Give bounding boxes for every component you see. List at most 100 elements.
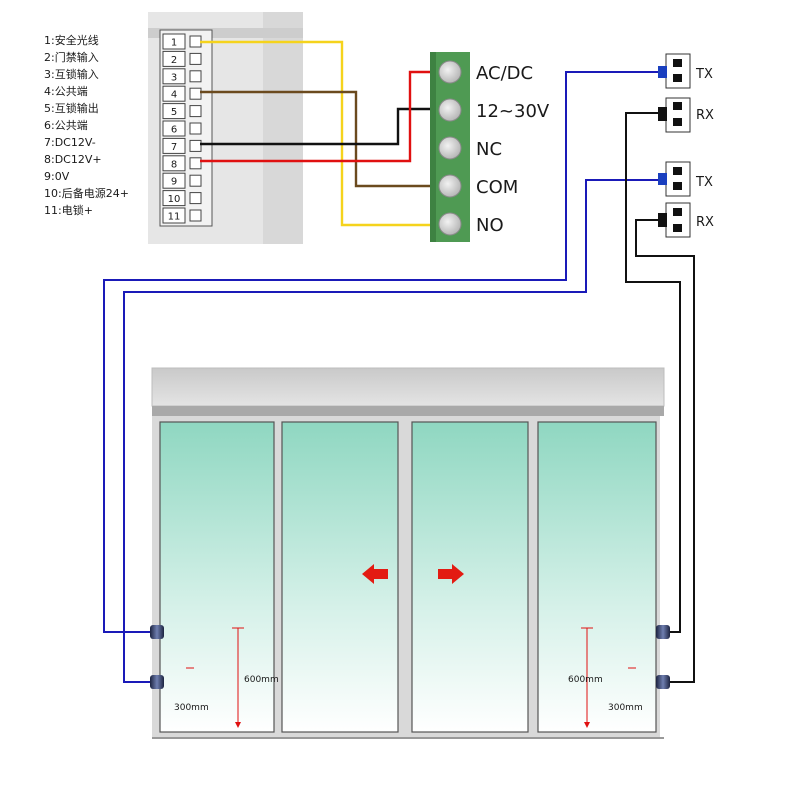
black-wire-rx-lower <box>635 219 695 683</box>
pin-legend-item: 9:0V <box>44 170 70 183</box>
connector-pin <box>673 224 682 232</box>
pin-number-cell <box>162 85 186 102</box>
pin-number-cell <box>162 207 186 224</box>
dim-arrow-icon <box>235 722 241 728</box>
terminal-label-com: COM <box>476 177 518 198</box>
terminal-edge <box>430 52 436 242</box>
terminal-label-voltage: 12~30V <box>476 101 550 122</box>
pin-number: 6 <box>171 125 177 136</box>
sensor-right-lower-icon <box>656 675 670 689</box>
pin-number-cell <box>162 155 186 172</box>
pin-legend-item: 8:DC12V+ <box>44 153 102 166</box>
controller-module: 1 2 3 4 5 6 7 8 9 10 11 <box>148 12 303 244</box>
pin-legend-item: 5:互锁输出 <box>44 101 99 115</box>
dim-left-offset: 300mm <box>174 703 209 713</box>
pin-number-cell <box>162 33 186 50</box>
black-wire <box>200 107 432 146</box>
pin-legend-item: 4:公共端 <box>44 85 88 98</box>
blue-wire-upper <box>103 71 660 633</box>
connector-pin <box>673 182 682 190</box>
black-wire-rx-upper <box>625 112 681 633</box>
connector-pin <box>673 118 682 126</box>
sensor-connectors: TX RX TX RX <box>658 53 714 238</box>
connector-pin <box>673 167 682 175</box>
connector-rx-bottom: RX <box>658 202 714 238</box>
pin-rows: 1 2 3 4 5 6 7 8 9 10 11 <box>162 33 202 224</box>
pin-legend-item: 6:公共端 <box>44 119 88 132</box>
pin-number: 9 <box>171 177 177 188</box>
rx-label-top: RX <box>696 108 714 123</box>
tx-label-bottom: TX <box>695 175 713 190</box>
dim-right-height: 600mm <box>568 675 603 685</box>
pin-number: 5 <box>171 107 177 118</box>
pin-number-cell <box>162 50 186 67</box>
pin-legend-item: 3:互锁输入 <box>44 67 99 81</box>
pin-number-cell <box>162 137 186 154</box>
blue-wire-lower <box>123 179 660 683</box>
terminal-label-nc: NC <box>476 139 502 160</box>
terminal-screw <box>438 174 462 198</box>
pin-number-cell <box>162 120 186 137</box>
pin-legend-item: 11:电锁+ <box>44 203 93 217</box>
terminal-label-acdc: AC/DC <box>476 63 533 84</box>
pin-number: 10 <box>168 194 181 205</box>
pin-legend: 1:安全光线 2:门禁输入 3:互锁输入 4:公共端 5:互锁输出 6:公共端 … <box>44 33 129 217</box>
pin-terminal <box>189 35 202 48</box>
sensor-left-lower-icon <box>150 675 164 689</box>
brown-wire <box>200 90 432 188</box>
pin-terminal <box>189 122 202 135</box>
pin-number: 7 <box>171 142 177 153</box>
dim-right-offset: 300mm <box>608 703 643 713</box>
door-header <box>151 367 665 407</box>
red-wire <box>200 70 432 163</box>
pin-number-cell <box>162 172 186 189</box>
connector-pin <box>673 74 682 82</box>
connector-tx-bottom: TX <box>658 161 713 197</box>
pin-legend-item: 10:后备电源24+ <box>44 186 129 200</box>
pin-terminal <box>189 157 202 170</box>
pin-number: 11 <box>168 212 181 223</box>
sensor-left-upper-icon <box>150 625 164 639</box>
terminal-screw <box>438 60 462 84</box>
pin-number: 3 <box>171 72 177 83</box>
connector-tx-top: TX <box>658 53 713 89</box>
glass-panel-right-fixed <box>537 421 657 733</box>
rx-label-bottom: RX <box>696 215 714 230</box>
dim-arrow-icon <box>584 722 590 728</box>
sensor-wires <box>103 71 695 683</box>
sliding-door: 600mm 300mm 600mm 300mm <box>150 367 670 739</box>
connector-plug <box>658 213 667 227</box>
door-track <box>152 406 664 416</box>
controller-edge <box>148 28 303 38</box>
connector-rx-top: RX <box>658 97 714 133</box>
terminal-block: AC/DC 12~30V NC COM NO <box>430 52 550 242</box>
pin-number: 8 <box>171 159 177 170</box>
pin-legend-item: 2:门禁输入 <box>44 50 99 64</box>
connector-plug <box>658 173 667 185</box>
arrow-left-icon <box>362 564 388 584</box>
pin-terminal <box>189 139 202 152</box>
terminal-screw <box>438 98 462 122</box>
pin-number: 1 <box>171 38 177 49</box>
pin-terminal <box>189 174 202 187</box>
connector-plug <box>658 107 667 121</box>
pin-number-cell <box>162 68 186 85</box>
pin-number: 4 <box>171 90 177 101</box>
glass-panel-left-fixed <box>159 421 275 733</box>
pin-number-cell <box>162 103 186 120</box>
connector-plug <box>658 66 667 78</box>
yellow-wire <box>200 40 432 227</box>
terminal-screw <box>438 136 462 160</box>
tx-label-top: TX <box>695 67 713 82</box>
connector-pin <box>673 59 682 67</box>
dimension-left <box>186 627 244 726</box>
terminal-label-no: NO <box>476 215 504 236</box>
pin-terminal <box>189 87 202 100</box>
connector-pin <box>673 102 682 110</box>
sensor-right-upper-icon <box>656 625 670 639</box>
pin-number-cell <box>162 190 186 207</box>
pin-number: 2 <box>171 55 177 66</box>
terminal-screw <box>438 212 462 236</box>
